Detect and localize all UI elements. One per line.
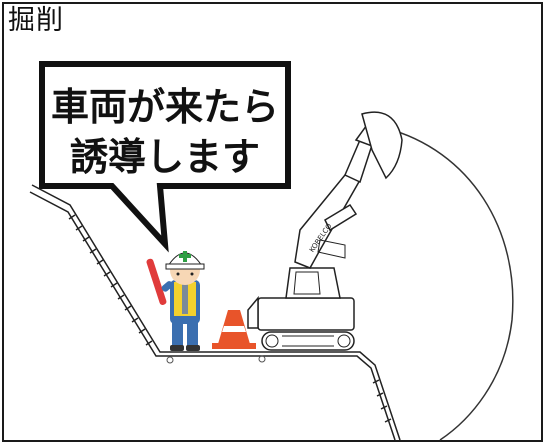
bubble-line-2: 誘導します xyxy=(69,135,260,179)
speech-bubble-text: 車両が来たら 誘導します xyxy=(40,82,290,182)
swing-radius-arc xyxy=(384,127,514,441)
speech-bubble xyxy=(39,61,291,253)
ground-markers xyxy=(166,355,266,364)
ground-profile xyxy=(29,184,401,441)
bubble-line-1: 車両が来たら xyxy=(50,85,279,129)
panel-title: 掘削 xyxy=(8,5,64,36)
worker-illustration xyxy=(146,251,205,351)
excavator-illustration: KOBELCO xyxy=(247,111,403,351)
traffic-cone-icon xyxy=(212,310,256,349)
